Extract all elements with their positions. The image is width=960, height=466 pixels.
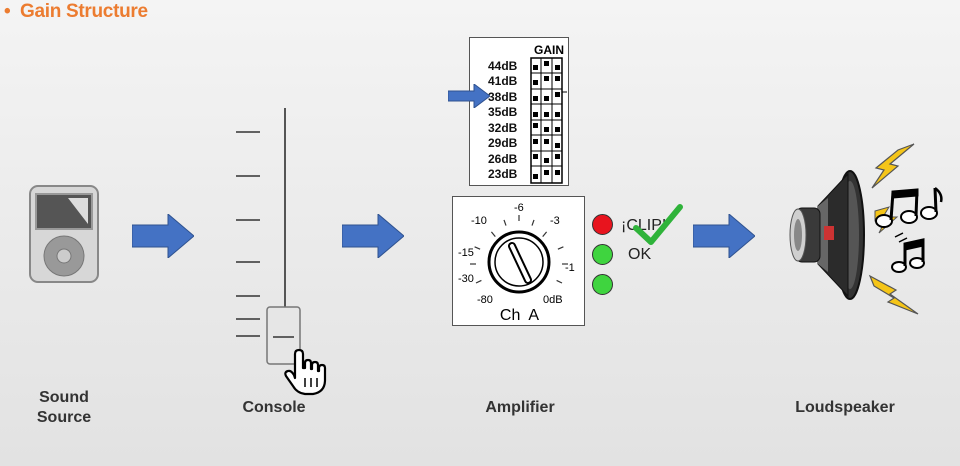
media-player-icon <box>29 185 99 283</box>
gain-step[interactable]: 41dB <box>488 74 518 88</box>
hand-pointer-icon <box>284 348 327 396</box>
amp-level-knob-panel: -10 -6 -3 -15 -1 -30 -80 0dB Ch A <box>452 196 585 326</box>
scale-label: -3 <box>550 215 560 227</box>
gain-step[interactable]: 32dB <box>488 121 518 135</box>
loudspeaker-label: Loudspeaker <box>795 399 895 416</box>
clip-label: ¡CLIP! <box>621 217 667 234</box>
checkmark-icon <box>633 204 683 245</box>
lightning-bolt-icon <box>868 274 919 315</box>
clip-led <box>592 214 613 235</box>
arrow-right-icon <box>132 214 194 258</box>
gain-switch-panel: GAIN 44dB 41dB 38dB 35dB 32dB 29dB 26dB … <box>469 37 569 186</box>
arrow-right-icon <box>342 214 404 258</box>
gain-step[interactable]: 23dB <box>488 167 518 181</box>
dip-switch-grid <box>530 57 567 184</box>
fader-knob <box>266 306 301 365</box>
slide-title: • Gain Structure <box>4 1 148 23</box>
signal-led <box>592 274 613 295</box>
loudspeaker-icon <box>789 170 865 300</box>
gain-step[interactable]: 29dB <box>488 136 518 150</box>
console-fader[interactable] <box>230 105 330 400</box>
scale-label: -10 <box>471 215 487 227</box>
scale-label: 0dB <box>543 294 563 306</box>
scale-label: -1 <box>565 262 575 274</box>
console-label: Console <box>242 399 306 416</box>
sound-source-line1: Sound <box>39 389 89 406</box>
gain-step[interactable]: 26dB <box>488 152 518 166</box>
amplifier-label: Amplifier <box>485 399 555 416</box>
music-notes-icon <box>875 187 943 273</box>
arrow-right-icon <box>693 214 755 258</box>
scale-label: -6 <box>514 202 524 214</box>
gain-header: GAIN <box>534 43 564 57</box>
title-text: Gain Structure <box>20 1 148 22</box>
level-knob[interactable] <box>453 197 586 327</box>
channel-label: Ch A <box>499 307 540 324</box>
sound-source-line2: Source <box>36 409 92 426</box>
ok-led <box>592 244 613 265</box>
lightning-bolt-icon <box>871 143 915 189</box>
selected-gain-arrow-icon <box>448 84 490 108</box>
ok-label: OK <box>628 246 652 263</box>
gain-step[interactable]: 35dB <box>488 105 518 119</box>
sound-source-label: Sound Source <box>28 388 100 428</box>
gain-step-selected[interactable]: 38dB <box>488 90 518 104</box>
bullet: • <box>4 1 11 22</box>
scale-label: -15 <box>458 247 474 259</box>
scale-label: -80 <box>477 294 493 306</box>
gain-step[interactable]: 44dB <box>488 59 518 73</box>
scale-label: -30 <box>458 273 474 285</box>
